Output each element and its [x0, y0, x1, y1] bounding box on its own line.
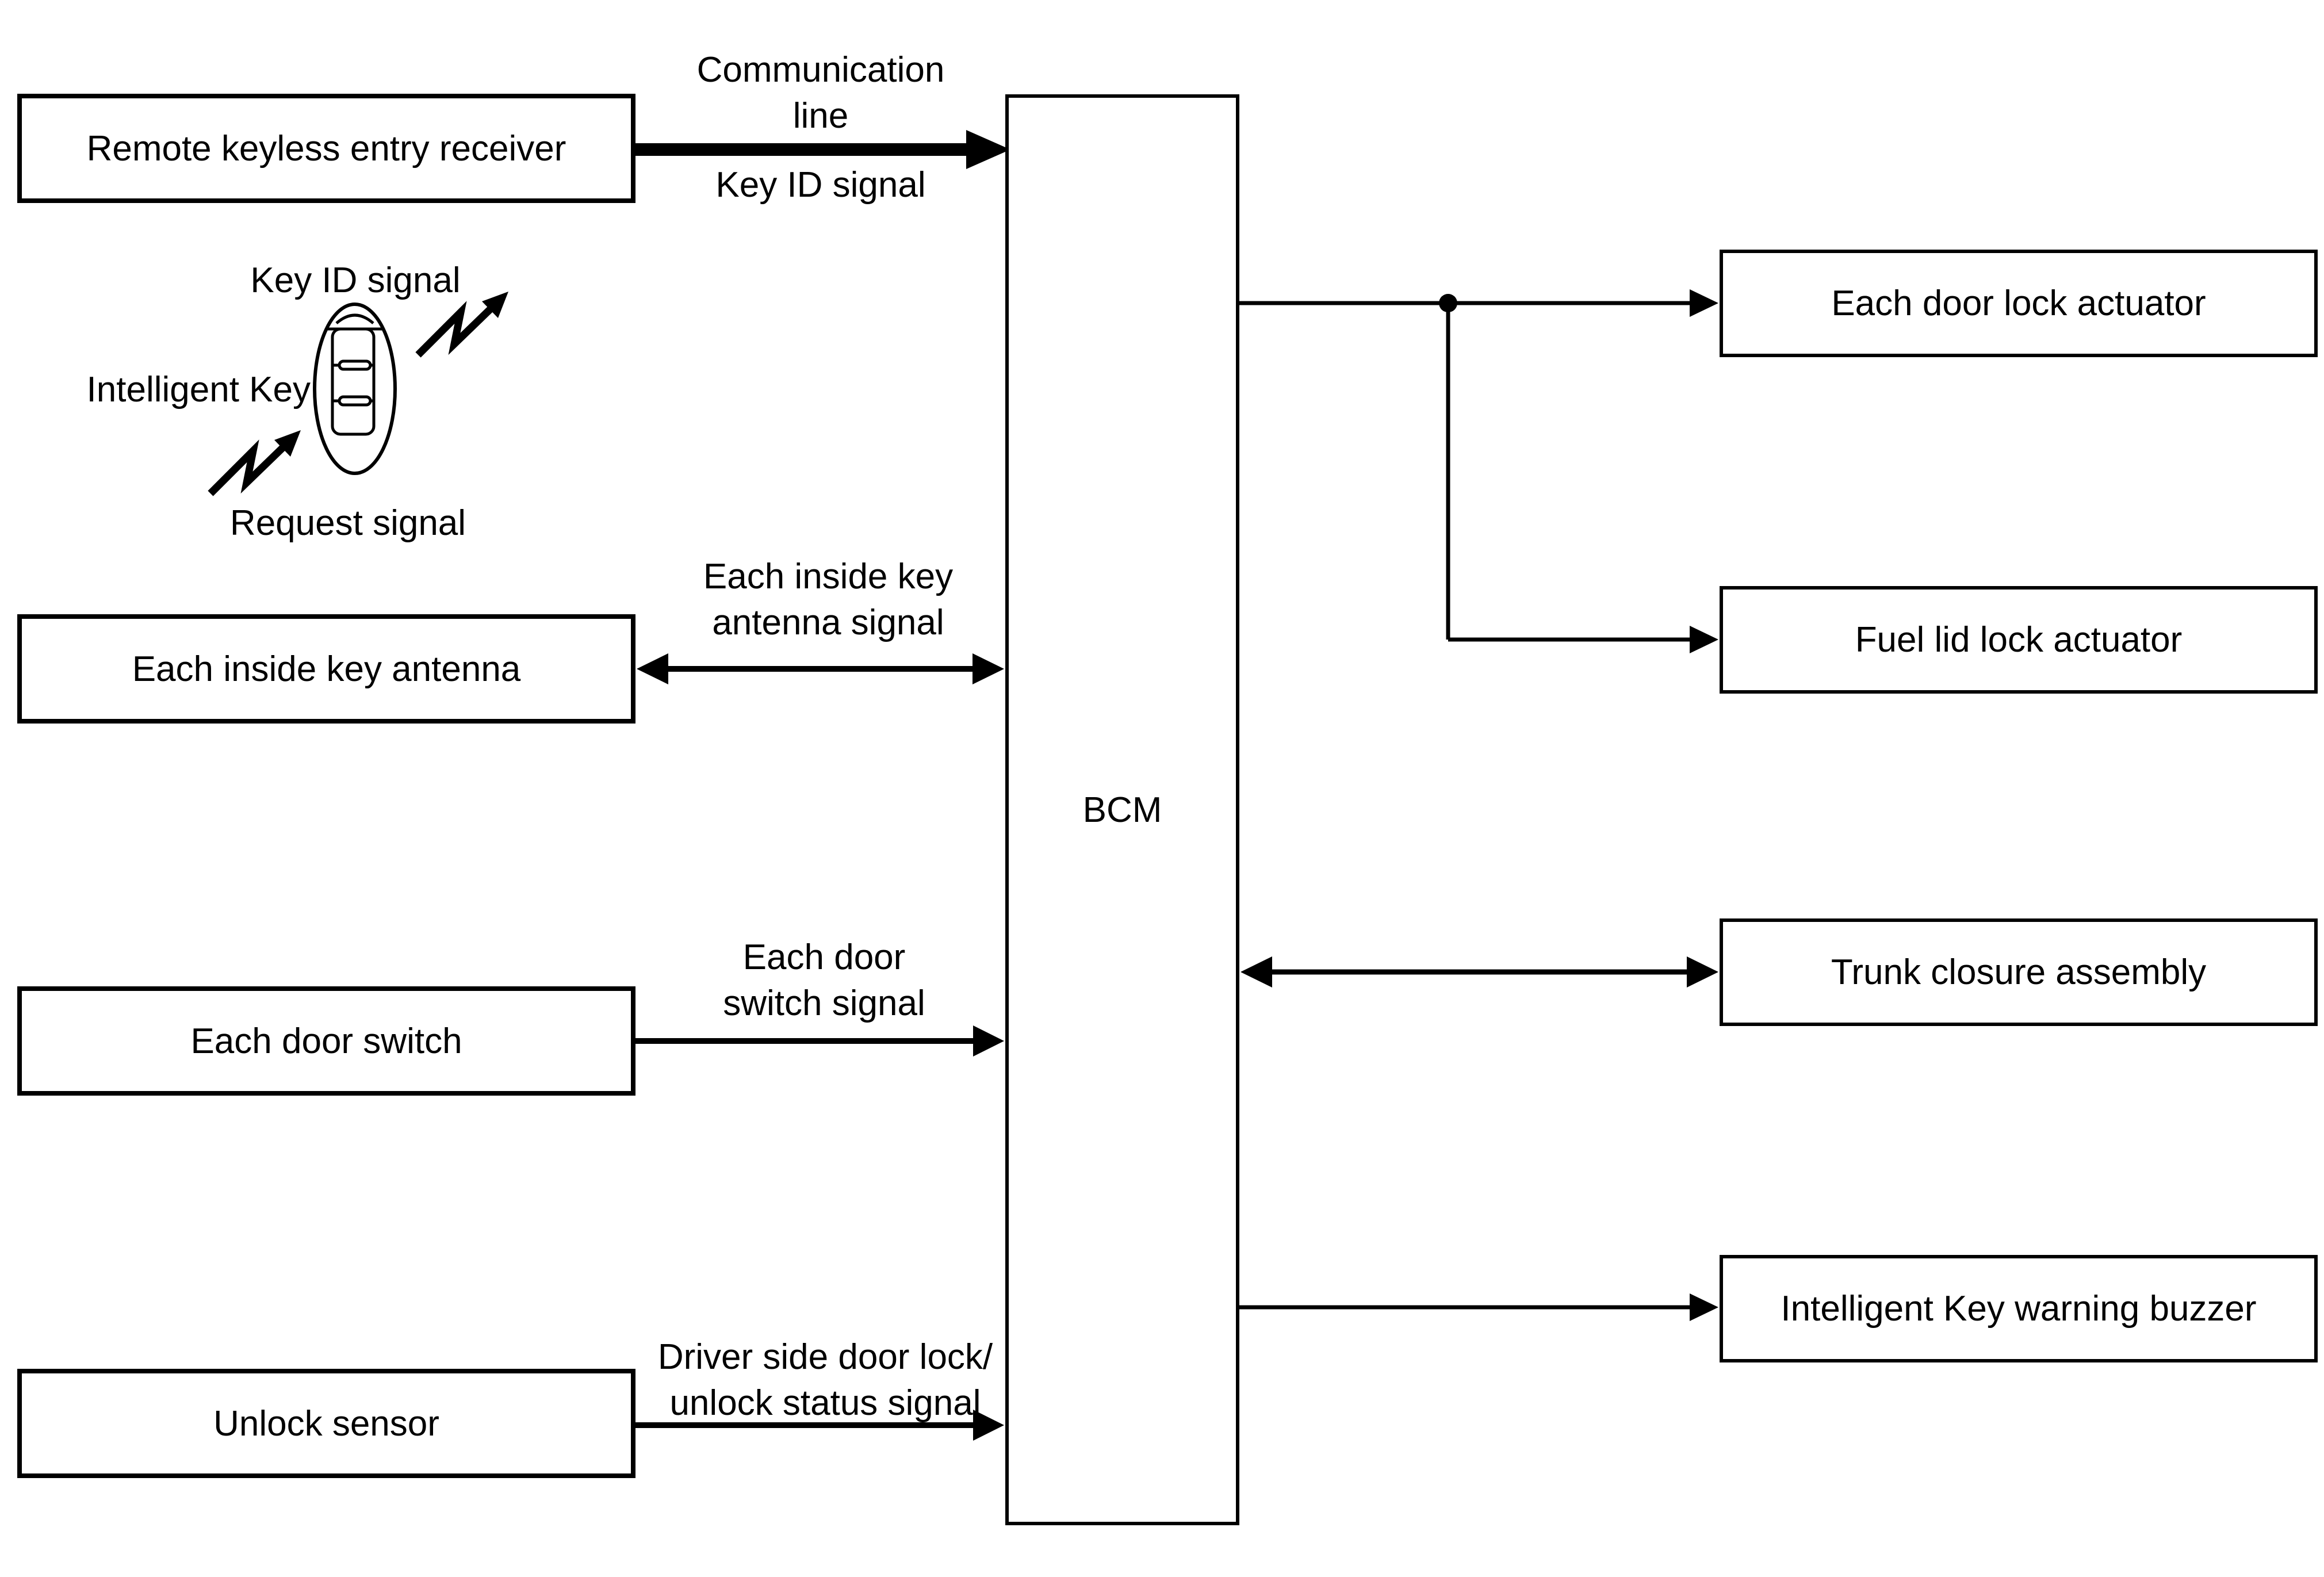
box-each-door-lock-actuator: Each door lock actuator [1720, 250, 2318, 357]
box-fuel-lid-lock-actuator: Fuel lid lock actuator [1720, 586, 2318, 694]
key-fob-button [338, 395, 372, 407]
key-fob-button [338, 359, 372, 371]
inside-key-antenna-double-arrow [637, 653, 1004, 684]
box-label: Each door lock actuator [1831, 284, 2206, 323]
box-label: Unlock sensor [213, 1403, 439, 1444]
door-switch-signal-arrow [635, 1025, 1004, 1057]
box-label: Remote keyless entry receiver [86, 128, 566, 169]
unlock-sensor-signal-arrow [635, 1410, 1004, 1441]
box-label: Intelligent Key warning buzzer [1781, 1289, 2257, 1329]
key-fob-body [313, 303, 397, 475]
box-each-door-switch: Each door switch [17, 986, 635, 1096]
door-switch-signal-label: Each door switch signal [723, 937, 925, 1023]
box-intelligent-key-warning-buzzer: Intelligent Key warning buzzer [1720, 1255, 2318, 1362]
box-trunk-closure-assembly: Trunk closure assembly [1720, 918, 2318, 1026]
fuel-lid-actuator-arrow [1446, 303, 1718, 653]
communication-line-label: Communication line [696, 50, 945, 136]
key-id-signal-fob-label: Key ID signal [250, 261, 461, 300]
box-label: Trunk closure assembly [1831, 952, 2207, 992]
box-label: Fuel lid lock actuator [1855, 620, 2183, 660]
request-zigzag-icon [208, 430, 301, 496]
door-lock-actuator-arrow [1239, 289, 1718, 317]
intelligent-key-label: Intelligent Key [86, 370, 311, 409]
box-label: Each door switch [190, 1021, 462, 1061]
intelligent-key-icon [313, 303, 397, 475]
trunk-closure-double-arrow [1241, 956, 1718, 987]
box-label: Each inside key antenna [132, 649, 521, 689]
box-each-inside-key-antenna: Each inside key antenna [17, 614, 635, 724]
box-bcm: BCM [1005, 94, 1239, 1525]
box-remote-keyless-entry-receiver: Remote keyless entry receiver [17, 94, 635, 203]
unlock-status-signal-label: Driver side door lock/ unlock status sig… [657, 1337, 993, 1423]
key-id-signal-label: Key ID signal [715, 165, 926, 205]
request-signal-label: Request signal [229, 503, 466, 543]
box-unlock-sensor: Unlock sensor [17, 1369, 635, 1478]
inside-key-antenna-signal-label: Each inside key antenna signal [703, 557, 954, 642]
key-fob-top-arc [335, 313, 374, 324]
key-fob-panel [331, 327, 376, 436]
key-id-zigzag-icon [415, 292, 508, 358]
bcm-label: BCM [1082, 790, 1162, 830]
communication-line-arrow [635, 130, 1010, 169]
warning-buzzer-arrow [1239, 1293, 1718, 1321]
